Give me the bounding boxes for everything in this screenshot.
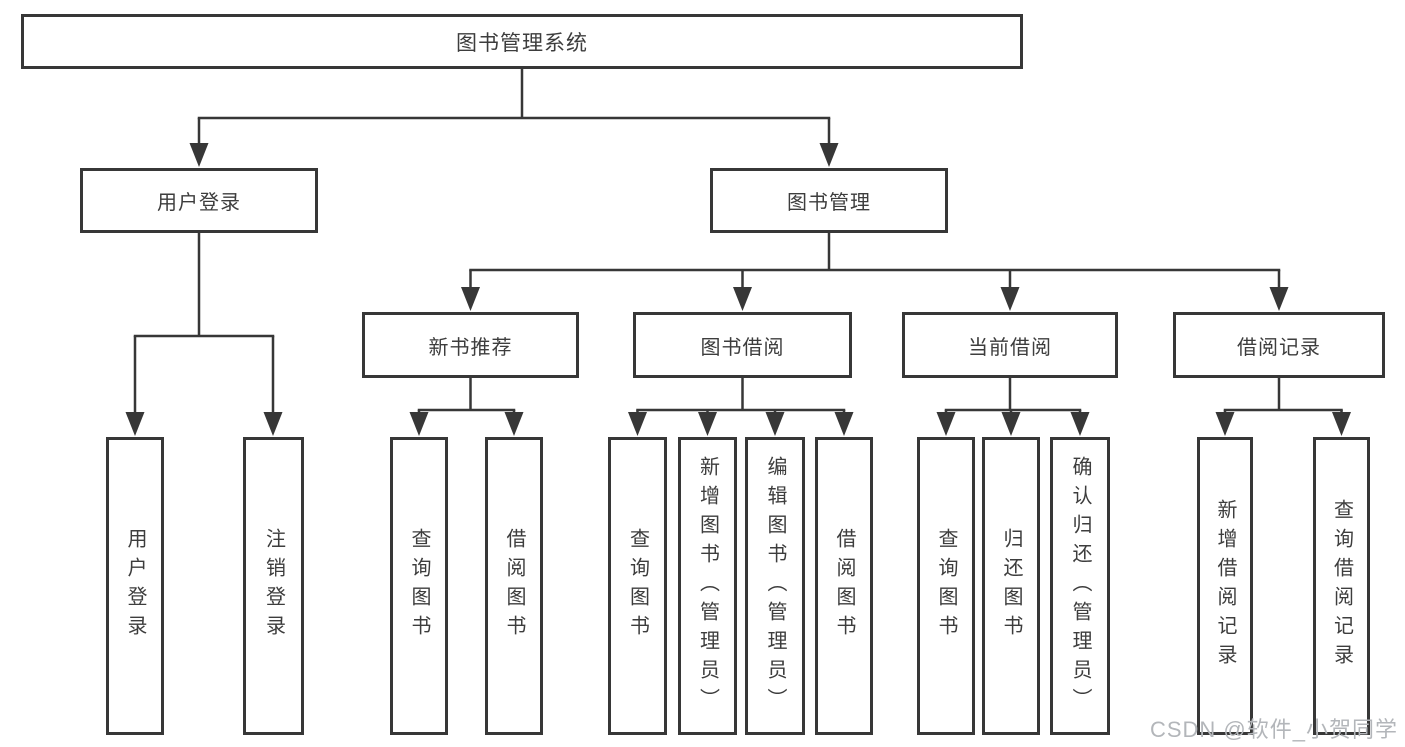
leaf-current-query-books: 查询图书 bbox=[917, 437, 975, 735]
node-current-borrow: 当前借阅 bbox=[902, 312, 1118, 378]
leaf-user-login: 用户登录 bbox=[106, 437, 164, 735]
leaf-records-query-record: 查询借阅记录 bbox=[1313, 437, 1370, 735]
leaf-borrow-add-books-admin: 新增图书（管理员） bbox=[678, 437, 737, 735]
leaf-records-add-record-label: 新增借阅记录 bbox=[1214, 499, 1236, 673]
leaf-borrow-edit-books-admin-label: 编辑图书（管理员） bbox=[764, 455, 786, 717]
leaf-current-confirm-return-admin-label: 确认归还（管理员） bbox=[1069, 455, 1091, 717]
node-borrow-records: 借阅记录 bbox=[1173, 312, 1385, 378]
leaf-borrow-borrow-books: 借阅图书 bbox=[815, 437, 873, 735]
leaf-logout: 注销登录 bbox=[243, 437, 304, 735]
node-root-label: 图书管理系统 bbox=[456, 31, 588, 55]
leaf-records-query-record-label: 查询借阅记录 bbox=[1330, 499, 1353, 673]
node-user-login: 用户登录 bbox=[80, 168, 318, 233]
leaf-current-query-books-label: 查询图书 bbox=[935, 528, 957, 644]
leaf-borrow-add-books-admin-label: 新增图书（管理员） bbox=[696, 455, 719, 717]
leaf-borrow-edit-books-admin: 编辑图书（管理员） bbox=[745, 437, 805, 735]
watermark: CSDN @软件_小贺同学 bbox=[1149, 717, 1398, 742]
leaf-borrow-query-books-label: 查询图书 bbox=[626, 528, 649, 644]
node-book-management: 图书管理 bbox=[710, 168, 948, 233]
leaf-current-return-books: 归还图书 bbox=[982, 437, 1040, 735]
node-book-borrow-label: 图书借阅 bbox=[700, 336, 785, 359]
node-borrow-records-label: 借阅记录 bbox=[1237, 336, 1321, 359]
node-book-borrow: 图书借阅 bbox=[633, 312, 852, 378]
leaf-current-confirm-return-admin: 确认归还（管理员） bbox=[1050, 437, 1110, 735]
node-new-book-recommend-label: 新书推荐 bbox=[428, 336, 513, 359]
node-root: 图书管理系统 bbox=[21, 14, 1023, 69]
node-current-borrow-label: 当前借阅 bbox=[968, 336, 1052, 359]
leaf-logout-label: 注销登录 bbox=[262, 528, 285, 644]
node-book-management-label: 图书管理 bbox=[787, 192, 871, 214]
node-new-book-recommend: 新书推荐 bbox=[362, 312, 579, 378]
leaf-newrec-query-books: 查询图书 bbox=[390, 437, 448, 735]
leaf-records-add-record: 新增借阅记录 bbox=[1197, 437, 1253, 735]
leaf-newrec-query-books-label: 查询图书 bbox=[408, 528, 430, 644]
leaf-borrow-borrow-books-label: 借阅图书 bbox=[833, 528, 855, 644]
leaf-borrow-query-books: 查询图书 bbox=[608, 437, 667, 735]
leaf-user-login-label: 用户登录 bbox=[124, 528, 146, 644]
leaf-newrec-borrow-books: 借阅图书 bbox=[485, 437, 543, 735]
leaf-current-return-books-label: 归还图书 bbox=[1000, 528, 1022, 644]
node-user-login-label: 用户登录 bbox=[157, 192, 241, 214]
leaf-newrec-borrow-books-label: 借阅图书 bbox=[503, 528, 525, 644]
